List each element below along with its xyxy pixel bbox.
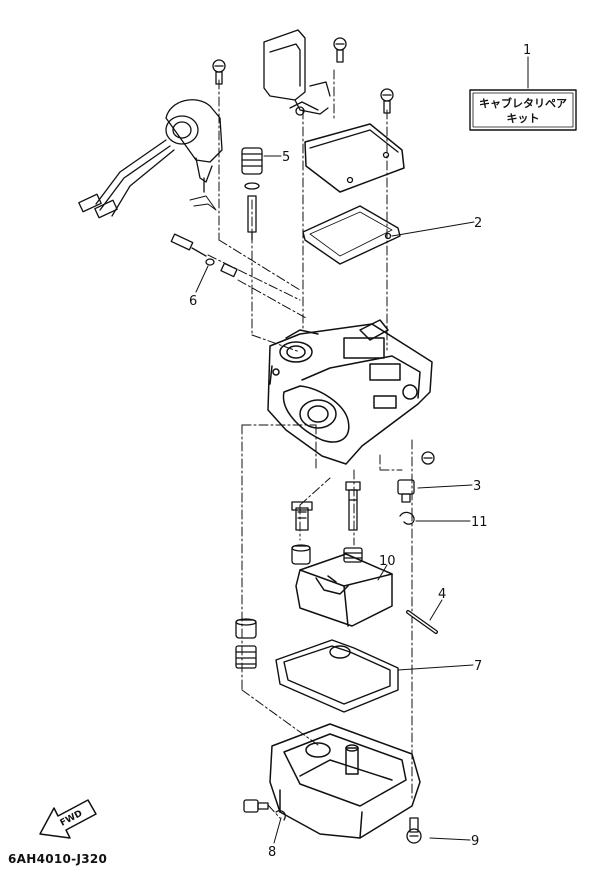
callout-7: 7 xyxy=(474,659,482,674)
drain-cap xyxy=(235,618,257,639)
cover-plate xyxy=(304,123,405,193)
callout-4: 4 xyxy=(438,587,446,602)
pilot-screw xyxy=(170,233,238,278)
callout-6: 6 xyxy=(189,294,197,309)
choke-solenoid xyxy=(78,99,223,219)
fwd-label: FWD xyxy=(59,809,84,829)
callout-1: 1 xyxy=(523,43,531,58)
diagram-code: 6AH4010-J320 xyxy=(8,852,108,866)
callout-5: 5 xyxy=(282,150,290,165)
pilot-jet-cap xyxy=(291,544,311,565)
kit-box-line2: キット xyxy=(507,112,540,125)
float-needle-spring xyxy=(241,147,263,241)
carburetor-body xyxy=(267,319,433,465)
callout-8: 8 xyxy=(268,845,276,860)
callout-9: 9 xyxy=(471,834,479,849)
clip xyxy=(399,511,415,525)
bowl-screw xyxy=(406,817,422,844)
callout-labels: 1 2 3 4 5 6 7 8 9 10 11 xyxy=(189,43,531,860)
top-screw-left xyxy=(212,59,226,85)
drain-screw xyxy=(397,451,435,503)
float-bowl xyxy=(269,723,421,839)
repair-kit-box xyxy=(469,89,577,131)
bowl-drain-screw xyxy=(243,799,286,821)
callout-leaders xyxy=(195,56,529,844)
callout-3: 3 xyxy=(473,479,481,494)
kit-box-line1: キャブレタリペア xyxy=(479,96,567,110)
main-jet xyxy=(291,501,313,531)
fwd-arrow-icon xyxy=(39,799,97,839)
float-bowl-gasket xyxy=(275,639,399,713)
main-nozzle xyxy=(345,481,361,531)
callout-10: 10 xyxy=(379,554,396,569)
assembly-guide-lines xyxy=(207,69,413,819)
float xyxy=(295,553,393,627)
callout-2: 2 xyxy=(474,216,482,231)
callout-11: 11 xyxy=(471,515,488,530)
top-screw-right xyxy=(380,88,394,114)
top-screw-bracket xyxy=(333,37,347,63)
gasket xyxy=(302,205,401,265)
choke-bracket xyxy=(263,29,331,116)
drain-spring xyxy=(235,645,257,669)
float-pin xyxy=(406,610,438,634)
